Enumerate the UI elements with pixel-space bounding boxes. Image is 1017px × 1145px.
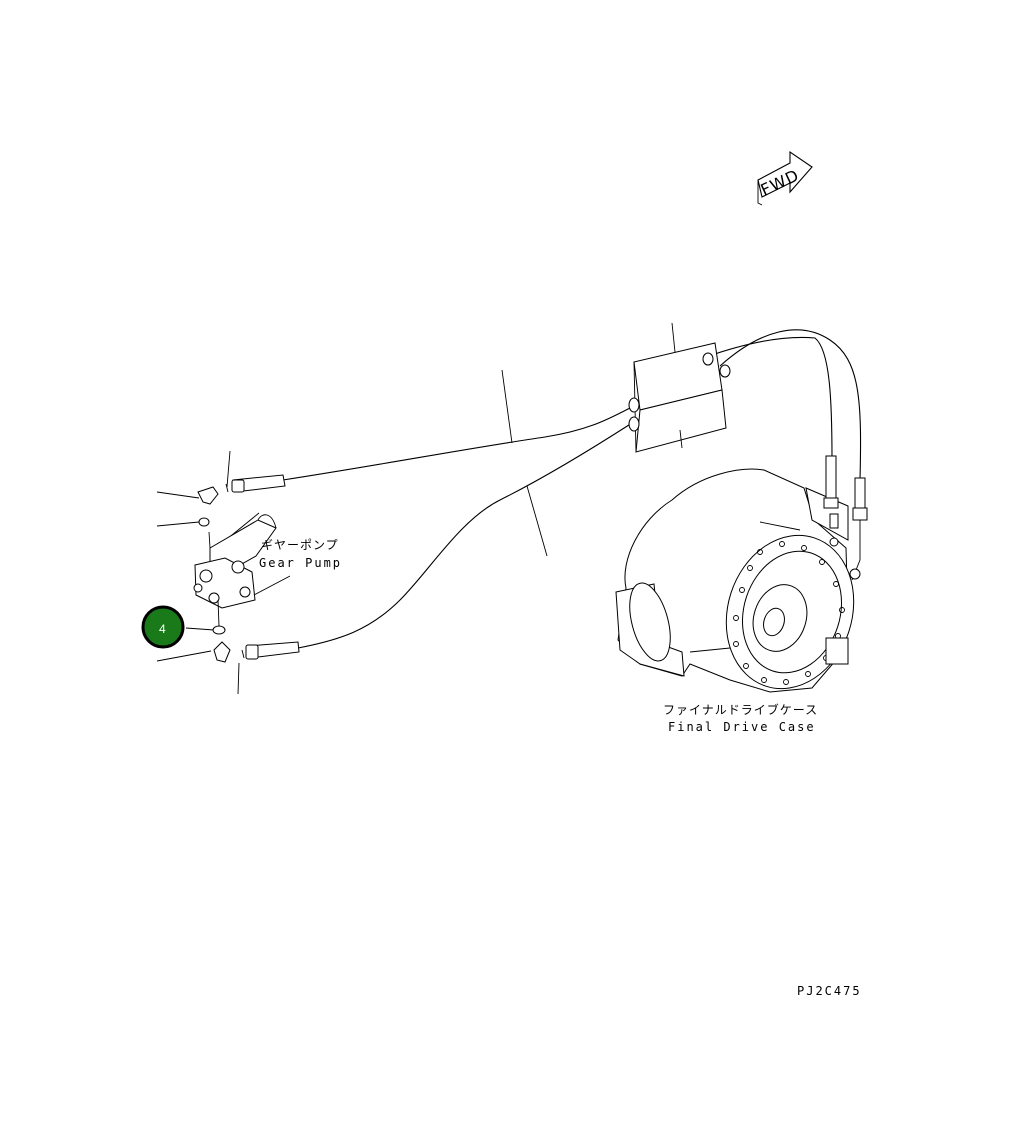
fwd-arrow-icon: FWD [757, 150, 813, 206]
final-drive-case [615, 468, 855, 693]
callout-4[interactable]: 4 [141, 605, 185, 649]
drawing-id: PJ2C475 [797, 984, 862, 998]
fwd-label: FWD [758, 165, 803, 199]
gear-pump [193, 514, 291, 627]
hose-fittings [197, 474, 300, 663]
hose-lines [282, 329, 862, 649]
gear-pump-label-jp: ギヤーポンプ [261, 538, 339, 552]
callout-4-number[interactable]: 4 [159, 622, 166, 636]
case-hose-fittings [823, 455, 868, 581]
final-drive-label-jp: ファイナルドライブケース [663, 702, 818, 717]
hose-clamp-bracket [628, 322, 731, 453]
gear-pump-label-en: Gear Pump [259, 556, 342, 570]
leader-lines [156, 369, 548, 695]
callout-4-marker[interactable] [141, 605, 185, 649]
final-drive-label-en: Final Drive Case [668, 720, 816, 734]
